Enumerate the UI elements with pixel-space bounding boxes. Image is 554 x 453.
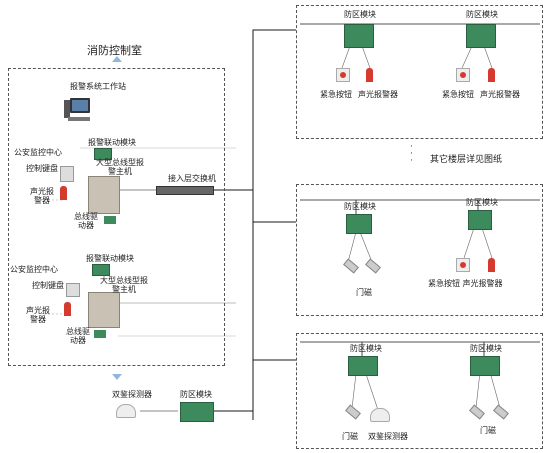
police-center-2-label: 公安监控中心 — [10, 265, 58, 274]
panel-bottom-door-contact-a-label: 门磁 — [342, 432, 358, 441]
siren-1-label: 声光报 警器 — [30, 187, 54, 205]
siren-1-icon — [60, 186, 67, 200]
panel-mid-button-siren-label: 紧急按钮 声光报警器 — [428, 279, 503, 288]
panel-bottom — [296, 333, 543, 449]
panel-bottom-detector-icon — [370, 408, 390, 422]
linkage-module-1-icon — [94, 148, 112, 160]
workstation-icon — [64, 96, 92, 124]
panel-mid-zone-a-label: 防区模块 — [344, 202, 376, 211]
control-room-title: 消防控制室 — [87, 44, 142, 57]
linkage-module-2-icon — [92, 264, 110, 276]
keyboard-2-label: 控制键盘 — [32, 281, 64, 290]
bottom-left-zone-module-label: 防区模块 — [180, 390, 212, 399]
bus-driver-1-icon — [104, 216, 116, 224]
bus-driver-2-icon — [94, 330, 106, 338]
panel-mid-zone-a-icon — [346, 214, 372, 234]
police-center-1-label: 公安监控中心 — [14, 148, 62, 157]
host-1-label: 大型总线型报 警主机 — [96, 158, 144, 176]
panel-top-zone-b-label: 防区模块 — [466, 10, 498, 19]
panel-mid-zone-b-icon — [468, 210, 492, 230]
host-1-icon — [88, 176, 120, 214]
panel-bottom-zone-a-label: 防区模块 — [350, 344, 382, 353]
arrow-up-icon — [112, 56, 122, 62]
panel-top-siren-a-icon — [366, 68, 373, 82]
detector-label: 双鉴探测器 — [112, 390, 152, 399]
bottom-left-zone-module-icon — [180, 402, 214, 422]
panel-top-siren-b-label: 声光报警器 — [480, 90, 520, 99]
panel-top-zone-b-icon — [466, 24, 496, 48]
panel-bottom-zone-b-icon — [470, 356, 500, 376]
control-room-box — [8, 68, 225, 366]
panel-bottom-zone-a-icon — [348, 356, 378, 376]
keyboard-1-label: 控制键盘 — [26, 164, 58, 173]
panel-mid-zone-b-label: 防区模块 — [466, 198, 498, 207]
linkage-module-2-label: 报警联动模块 — [86, 254, 134, 263]
panel-top-zone-a-label: 防区模块 — [344, 10, 376, 19]
keyboard-1-icon — [60, 166, 74, 182]
keyboard-2-icon — [66, 283, 80, 297]
panel-top-button-b-label: 紧急按钮 — [442, 90, 474, 99]
access-switch-icon — [156, 186, 214, 195]
panel-top-zone-a-icon — [344, 24, 374, 48]
bus-driver-1-label: 总线驱 动器 — [74, 212, 98, 230]
panel-top-button-b-icon — [456, 68, 470, 82]
ellipsis-dots: ··· — [410, 142, 413, 166]
detector-icon — [116, 404, 136, 418]
other-floors-note: 其它楼层详见图纸 — [430, 155, 503, 165]
panel-mid-door-contact-label: 门磁 — [356, 288, 372, 297]
panel-mid — [296, 184, 543, 316]
linkage-module-1-label: 报警联动模块 — [88, 138, 136, 147]
host-2-label: 大型总线型报 警主机 — [100, 276, 148, 294]
access-switch-label: 接入层交换机 — [168, 174, 216, 183]
panel-bottom-detector-label: 双鉴探测器 — [368, 432, 408, 441]
panel-top-button-a-icon — [336, 68, 350, 82]
siren-2-icon — [64, 302, 71, 316]
panel-bottom-door-contact-b-label: 门磁 — [480, 426, 496, 435]
host-2-icon — [88, 292, 120, 328]
panel-top-siren-a-label: 声光报警器 — [358, 90, 398, 99]
panel-top-button-a-label: 紧急按钮 — [320, 90, 352, 99]
bus-driver-2-label: 总线驱 动器 — [66, 327, 90, 345]
panel-mid-button-icon — [456, 258, 470, 272]
panel-top — [296, 5, 543, 139]
panel-mid-siren-icon — [488, 258, 495, 272]
siren-2-label: 声光报 警器 — [26, 306, 50, 324]
panel-top-siren-b-icon — [488, 68, 495, 82]
workstation-label: 报警系统工作站 — [70, 82, 126, 91]
panel-bottom-zone-b-label: 防区模块 — [470, 344, 502, 353]
arrow-down-icon — [112, 374, 122, 380]
